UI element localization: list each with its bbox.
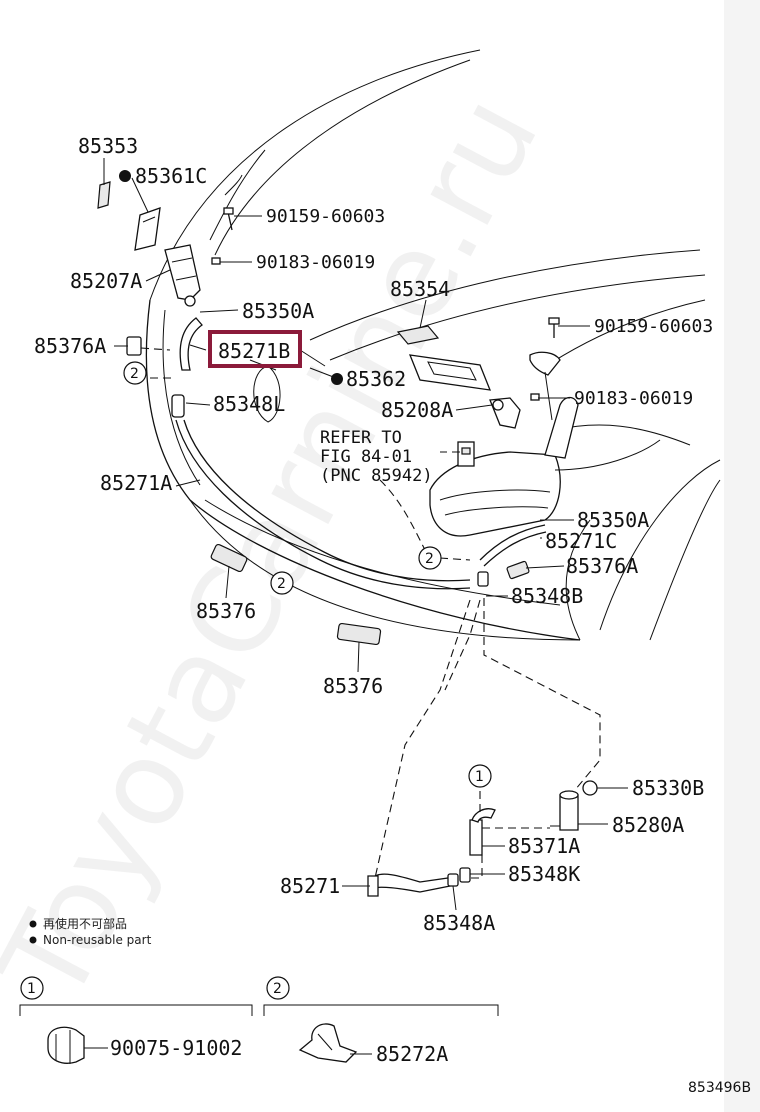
joint-85348b <box>477 571 489 587</box>
label-85362[interactable]: 85362 <box>346 367 406 391</box>
non-reusable-dot-85361c <box>119 170 131 182</box>
label-85348k[interactable]: 85348K <box>508 862 580 886</box>
bolts-left <box>211 207 234 265</box>
callout-labels: 85353 85361C 90159-60603 90183-06019 852… <box>34 134 713 935</box>
refer-line-2: FIG 84-01 <box>320 447 412 467</box>
highlight-box-85271b[interactable] <box>208 330 302 368</box>
hose-85271-lower <box>367 873 451 897</box>
label-90075-91002[interactable]: 90075-91002 <box>110 1036 242 1060</box>
legend: 再使用不可部品 Non-reusable part <box>29 916 152 947</box>
bolts-right <box>530 317 560 401</box>
bracket-85376-1 <box>210 543 248 573</box>
right-margin-strip <box>724 0 760 1112</box>
detail-panel-2: 2 85272A <box>263 976 499 1066</box>
label-85350a-top[interactable]: 85350A <box>242 299 314 323</box>
marker-2-a-num: 2 <box>130 366 139 382</box>
label-90159-60603-left[interactable]: 90159-60603 <box>266 206 385 227</box>
marker-1-a <box>468 764 492 788</box>
marker-2-c-num: 2 <box>425 551 434 567</box>
label-85271b[interactable]: 85271B <box>218 339 290 363</box>
label-85348l[interactable]: 85348L <box>213 392 285 416</box>
label-90183-06019-left[interactable]: 90183-06019 <box>256 252 375 273</box>
refer-line-3: (PNC 85942) <box>320 466 433 486</box>
label-85371a[interactable]: 85371A <box>508 834 580 858</box>
label-85271[interactable]: 85271 <box>280 874 340 898</box>
marker-2-c <box>418 546 442 570</box>
joint-85348a <box>447 873 459 887</box>
marker-2-b-num: 2 <box>277 576 286 592</box>
marker-2-a <box>123 361 147 385</box>
label-85271c[interactable]: 85271C <box>545 529 617 553</box>
circle-markers: 2 2 2 1 <box>123 361 492 788</box>
detail-marker-2-num: 2 <box>273 981 282 997</box>
detail-panel-1: 1 90075-91002 <box>19 976 253 1064</box>
legend-text-en: Non-reusable part <box>43 933 152 947</box>
label-85376-1[interactable]: 85376 <box>196 599 256 623</box>
marker-1-a-num: 1 <box>475 769 484 785</box>
label-85348b[interactable]: 85348B <box>511 584 583 608</box>
marker-2-b <box>270 571 294 595</box>
hose-85271a <box>175 419 471 590</box>
label-85348a[interactable]: 85348A <box>423 911 495 935</box>
label-85272a[interactable]: 85272A <box>376 1042 448 1066</box>
figure-number: 853496B <box>688 1080 751 1096</box>
detail-marker-1 <box>20 976 44 1000</box>
bracket-85376a-right <box>506 560 530 580</box>
hose-85371a <box>469 808 496 856</box>
label-85350a-right[interactable]: 85350A <box>577 508 649 532</box>
pump-85280a <box>550 790 579 831</box>
legend-dot-cn <box>29 920 37 928</box>
joint-85348k <box>459 867 471 883</box>
label-85353[interactable]: 85353 <box>78 134 138 158</box>
nozzle-85208a <box>489 397 521 429</box>
cover-85354 <box>396 325 440 345</box>
label-85207a[interactable]: 85207A <box>70 269 142 293</box>
non-reusable-dot-85362 <box>331 373 343 385</box>
car-body-outline <box>145 49 721 641</box>
bracket-85376-2 <box>336 622 382 646</box>
plate-85362 <box>408 354 492 391</box>
detail-marker-1-num: 1 <box>27 981 36 997</box>
detail-marker-2 <box>266 976 290 1000</box>
label-85280a[interactable]: 85280A <box>612 813 684 837</box>
legend-text-cn: 再使用不可部品 <box>43 916 127 931</box>
connector-85942 <box>457 441 475 467</box>
hose-85271b <box>179 317 203 371</box>
cap-85361c <box>97 181 161 251</box>
grommet-85330b <box>582 780 598 796</box>
nozzle-left <box>164 244 201 307</box>
label-85330b[interactable]: 85330B <box>632 776 704 800</box>
label-85208a[interactable]: 85208A <box>381 398 453 422</box>
bracket-85376a-left <box>126 336 142 356</box>
label-90159-60603-right[interactable]: 90159-60603 <box>594 316 713 337</box>
label-85271a[interactable]: 85271A <box>100 471 172 495</box>
label-85376a-left[interactable]: 85376A <box>34 334 106 358</box>
hose-85271c <box>479 524 547 567</box>
hose-routing-dashed <box>140 347 601 879</box>
refer-line-1: REFER TO <box>320 428 402 448</box>
legend-dot-en <box>29 936 37 944</box>
label-90183-06019-right[interactable]: 90183-06019 <box>574 388 693 409</box>
leader-lines <box>103 158 628 911</box>
label-85354[interactable]: 85354 <box>390 277 450 301</box>
joint-85348l <box>171 394 185 418</box>
label-85376-2[interactable]: 85376 <box>323 674 383 698</box>
label-85376a-right[interactable]: 85376A <box>566 554 638 578</box>
label-85361c[interactable]: 85361C <box>135 164 207 188</box>
